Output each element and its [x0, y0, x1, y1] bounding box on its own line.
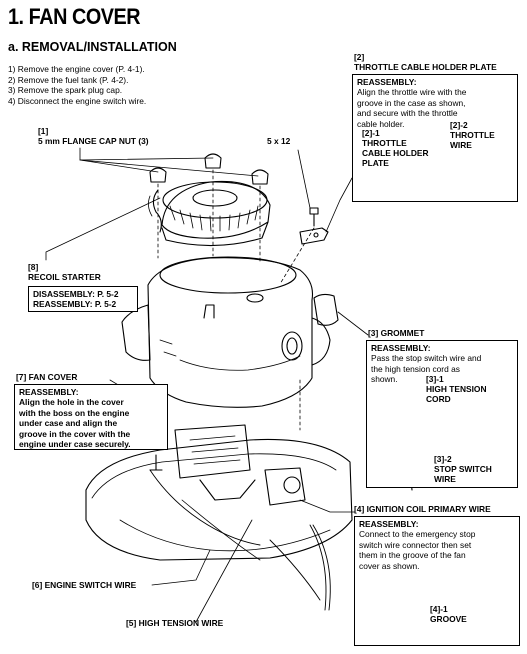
- fan-cover-drawing: [121, 256, 331, 408]
- step-item: 2) Remove the fuel tank (P. 4-2).: [8, 74, 129, 85]
- step-item: 1) Remove the engine cover (P. 4-1).: [8, 64, 145, 74]
- reassembly-line: Connect to the emergency stop: [359, 529, 476, 540]
- grommet-reassembly-box: REASSEMBLY: Pass the stop switch wire an…: [366, 340, 518, 488]
- part-name: ENGINE SWITCH WIRE: [44, 580, 137, 590]
- sub-name: CABLE HOLDER: [362, 148, 429, 158]
- part-number: [1]: [38, 126, 49, 136]
- reassembly-heading: REASSEMBLY:: [33, 299, 93, 310]
- throttle-reassembly-box: REASSEMBLY: Align the throttle wire with…: [352, 74, 518, 202]
- part-number: [5]: [126, 618, 137, 628]
- sub-name: HIGH TENSION: [426, 384, 487, 394]
- part-number: [6]: [32, 580, 43, 590]
- ignition-reassembly-box: REASSEMBLY: Connect to the emergency sto…: [354, 516, 520, 646]
- part-name: GROMMET: [380, 328, 425, 338]
- step-item: 4) Disconnect the engine switch wire.: [8, 95, 147, 106]
- step-item: 3) Remove the spark plug cap.: [8, 85, 123, 96]
- engine-switch-wire-label: [6] ENGINE SWITCH WIRE: [32, 580, 136, 590]
- sub-name: PLATE: [362, 158, 389, 168]
- ignition-coil-label: [4] IGNITION COIL PRIMARY WIRE: [354, 504, 491, 514]
- sub-name: GROOVE: [430, 614, 467, 624]
- bolt-label: 5 x 12: [267, 136, 291, 146]
- sub-number: [2]-1: [362, 128, 380, 138]
- removal-steps: 1) Remove the engine cover (P. 4-1). 2) …: [8, 64, 146, 106]
- reassembly-line: Align the hole in the cover: [19, 397, 124, 408]
- recoil-ref-box: DISASSEMBLY: P. 5-2 REASSEMBLY: P. 5-2: [28, 286, 138, 312]
- reassembly-line: shown.: [371, 374, 398, 385]
- flange-nut-drawing: [149, 153, 269, 185]
- sub-name: WIRE: [450, 140, 472, 150]
- recoil-starter-drawing: [148, 180, 271, 247]
- sub-number: [2]-2: [450, 120, 468, 130]
- part-name: RECOIL STARTER: [28, 272, 101, 282]
- groove-label: [4]-1 GROOVE: [430, 604, 467, 624]
- sub-number: [4]-1: [430, 604, 448, 614]
- grommet-drawing: [313, 293, 339, 326]
- part-number: [8]: [28, 262, 39, 272]
- reassembly-ref: P. 5-2: [94, 299, 117, 310]
- part-name: 5 mm FLANGE CAP NUT (3): [38, 136, 149, 146]
- reassembly-line: Align the throttle wire with the: [357, 87, 467, 98]
- reassembly-line: them in the groove of the fan: [359, 550, 466, 561]
- reassembly-line: cable holder.: [357, 118, 405, 129]
- reassembly-heading: REASSEMBLY:: [19, 387, 79, 397]
- reassembly-line: cover as shown.: [359, 560, 420, 571]
- grommet-label: [3] GROMMET: [368, 328, 424, 338]
- throttle-plate-label: [2] THROTTLE CABLE HOLDER PLATE: [354, 52, 497, 72]
- reassembly-line: with the boss on the engine: [19, 407, 130, 418]
- recoil-starter-label: [8] RECOIL STARTER: [28, 262, 101, 282]
- reassembly-line: groove in the cover with the: [19, 428, 131, 439]
- fan-cover-reassembly-box: REASSEMBLY: Align the hole in the cover …: [14, 384, 168, 450]
- part-name: THROTTLE CABLE HOLDER PLATE: [354, 62, 497, 72]
- throttle-sub2-label: [2]-2 THROTTLE WIRE: [450, 120, 495, 150]
- reassembly-heading: REASSEMBLY:: [371, 343, 431, 353]
- page-title: 1. FAN COVER: [8, 4, 141, 29]
- flange-nut-label: [1] 5 mm FLANGE CAP NUT (3): [38, 126, 149, 146]
- sub-name: THROTTLE: [450, 130, 495, 140]
- reassembly-heading: REASSEMBLY:: [357, 77, 417, 87]
- reassembly-line: Pass the stop switch wire and: [371, 353, 482, 364]
- reassembly-line: engine under case securely.: [19, 439, 131, 450]
- part-number: [4]: [354, 504, 365, 514]
- throttle-sub1-label: [2]-1 THROTTLE CABLE HOLDER PLATE: [362, 128, 429, 168]
- sub-name: THROTTLE: [362, 138, 407, 148]
- part-name: IGNITION COIL PRIMARY WIRE: [366, 504, 491, 514]
- high-tension-wire-label: [5] HIGH TENSION WIRE: [126, 618, 223, 628]
- sub-name: STOP SWITCH: [434, 464, 492, 474]
- reassembly-line: the high tension cord as: [371, 363, 460, 374]
- reassembly-line: under case and align the: [19, 418, 118, 429]
- sub-name: CORD: [426, 394, 451, 404]
- reassembly-line: groove in the case as shown,: [357, 97, 466, 108]
- sub-number: [3]-2: [434, 454, 452, 464]
- part-number: [2]: [354, 52, 365, 62]
- grommet-sub2-label: [3]-2 STOP SWITCH WIRE: [434, 454, 492, 484]
- grommet-sub1-label: [3]-1 HIGH TENSION CORD: [426, 374, 487, 404]
- sub-name: WIRE: [434, 474, 456, 484]
- section-subtitle: a. REMOVAL/INSTALLATION: [8, 40, 177, 54]
- reassembly-line: switch wire connector then set: [359, 539, 472, 550]
- bolt-plate-drawing: [299, 207, 329, 245]
- disassembly-ref: P. 5-2: [97, 289, 119, 299]
- assembly-lines: [157, 169, 315, 441]
- disassembly-heading: DISASSEMBLY:: [33, 289, 95, 299]
- reassembly-line: and secure with the throttle: [357, 108, 458, 119]
- fan-cover-label: [7] FAN COVER: [16, 372, 77, 382]
- reassembly-heading: REASSEMBLY:: [359, 519, 419, 529]
- part-name: FAN COVER: [28, 372, 78, 382]
- part-number: [3]: [368, 328, 379, 338]
- part-name: HIGH TENSION WIRE: [138, 618, 224, 628]
- part-number: [7]: [16, 372, 27, 382]
- sub-number: [3]-1: [426, 374, 444, 384]
